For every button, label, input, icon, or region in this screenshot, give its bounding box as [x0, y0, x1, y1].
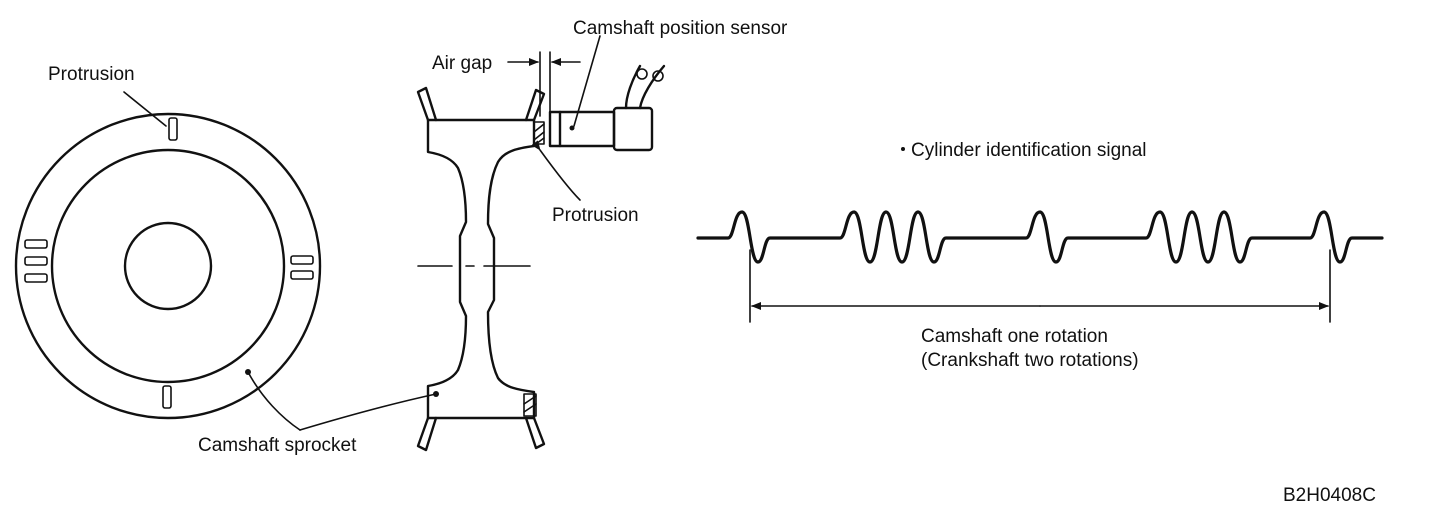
protrusion-left-label: Protrusion [48, 64, 135, 85]
sprocket-leader-left [247, 371, 301, 431]
protrusion-mark-top [168, 117, 178, 141]
rotation-label-line2: (Crankshaft two rotations) [921, 350, 1139, 371]
sprocket-label: Camshaft sprocket [198, 435, 357, 456]
camshaft-position-sensor [548, 64, 666, 152]
signal-title: Cylinder identification signal [911, 140, 1147, 161]
sprocket-leader-right [299, 393, 437, 431]
flange-tip-bottom-right [524, 416, 546, 450]
sprocket-leader-dot-right [433, 391, 439, 397]
sensor-label: Camshaft position sensor [573, 18, 788, 39]
signal-bullet [901, 147, 905, 151]
sensor-connector [612, 106, 654, 152]
flange-tip-top-left [416, 86, 438, 122]
sprocket-side-section [416, 86, 546, 452]
protrusion-hatch-bottom [523, 393, 537, 417]
sensor-wire-a [624, 64, 642, 110]
sprocket-hub [123, 221, 213, 311]
sprocket-leader-dot-left [245, 369, 251, 375]
protrusion-right-leader [531, 140, 581, 201]
sprocket-inner-rim [50, 148, 286, 384]
sensor-wire-b [638, 64, 666, 110]
protrusion-right-label: Protrusion [552, 205, 639, 226]
sprocket-outer-rim [14, 112, 322, 420]
protrusion-marks-left [24, 239, 48, 283]
rotation-label-line1: Camshaft one rotation [921, 326, 1108, 347]
protrusion-marks-right [290, 255, 314, 280]
flange-tip-top-right [524, 88, 546, 122]
figure-code: B2H0408C [1283, 485, 1376, 506]
sprocket-front-view [14, 112, 322, 420]
sensor-leader [573, 35, 601, 127]
flange-tip-bottom-left [416, 416, 438, 452]
air-gap-label: Air gap [432, 53, 492, 74]
protrusion-mark-bottom [162, 385, 172, 409]
protrusion-left-leader [123, 91, 167, 127]
cylinder-identification-waveform [696, 210, 1384, 264]
